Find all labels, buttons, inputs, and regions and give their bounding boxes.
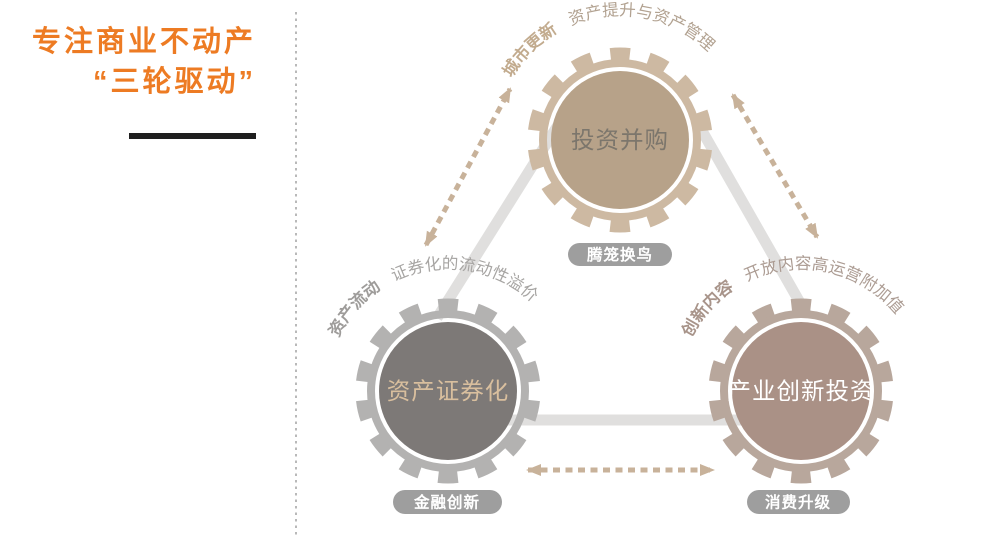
gear-label: 投资并购 xyxy=(571,127,669,153)
arc-caption-top: 城市更新 资产提升与资产管理 xyxy=(499,0,718,80)
arc-caption-left-lead: 资产流动 xyxy=(324,277,384,340)
page-title-line2: “三轮驱动” xyxy=(92,66,256,98)
dashed-arrow-left xyxy=(423,87,513,247)
dashed-arrow-right xyxy=(730,93,820,239)
gear-hub xyxy=(732,322,870,460)
link-top-right xyxy=(692,119,812,318)
page-title-line1: 专注商业不动产 xyxy=(31,26,256,58)
gear-industry-innovation: 产业创新投资 xyxy=(708,298,894,484)
pill-label: 消费升级 xyxy=(765,493,831,512)
tag-pill-left: 金融创新 xyxy=(393,490,502,514)
gear-ring xyxy=(367,310,529,472)
gear-teeth-icon xyxy=(355,298,541,484)
vertical-divider xyxy=(295,12,297,536)
arc-caption-top-text: 资产提升与资产管理 xyxy=(566,0,718,55)
gear-investment-ma: 投资并购 xyxy=(527,47,713,233)
pill-label: 腾笼换鸟 xyxy=(587,245,653,264)
tag-pill-right: 消费升级 xyxy=(747,490,850,514)
pill-label: 金融创新 xyxy=(413,493,480,512)
arc-caption-top-lead: 城市更新 xyxy=(499,18,560,80)
gear-hub xyxy=(551,71,689,209)
gear-teeth-icon xyxy=(708,298,894,484)
page-title: 专注商业不动产 “三轮驱动” xyxy=(0,22,256,139)
gear-teeth-icon xyxy=(527,47,713,233)
gear-ring xyxy=(539,59,701,221)
pill-bg xyxy=(393,490,502,514)
gear-label: 资产证券化 xyxy=(387,378,510,404)
gear-ring xyxy=(720,310,882,472)
pill-bg xyxy=(747,490,850,514)
gear-securitization: 资产证券化 xyxy=(355,298,541,484)
tag-pill-top: 腾笼换鸟 xyxy=(568,243,672,266)
title-underline xyxy=(129,133,256,139)
pill-bg xyxy=(568,243,672,266)
gear-hub xyxy=(379,322,517,460)
arc-caption-right-lead: 创新内容 xyxy=(677,275,737,340)
gear-label: 产业创新投资 xyxy=(728,378,875,404)
